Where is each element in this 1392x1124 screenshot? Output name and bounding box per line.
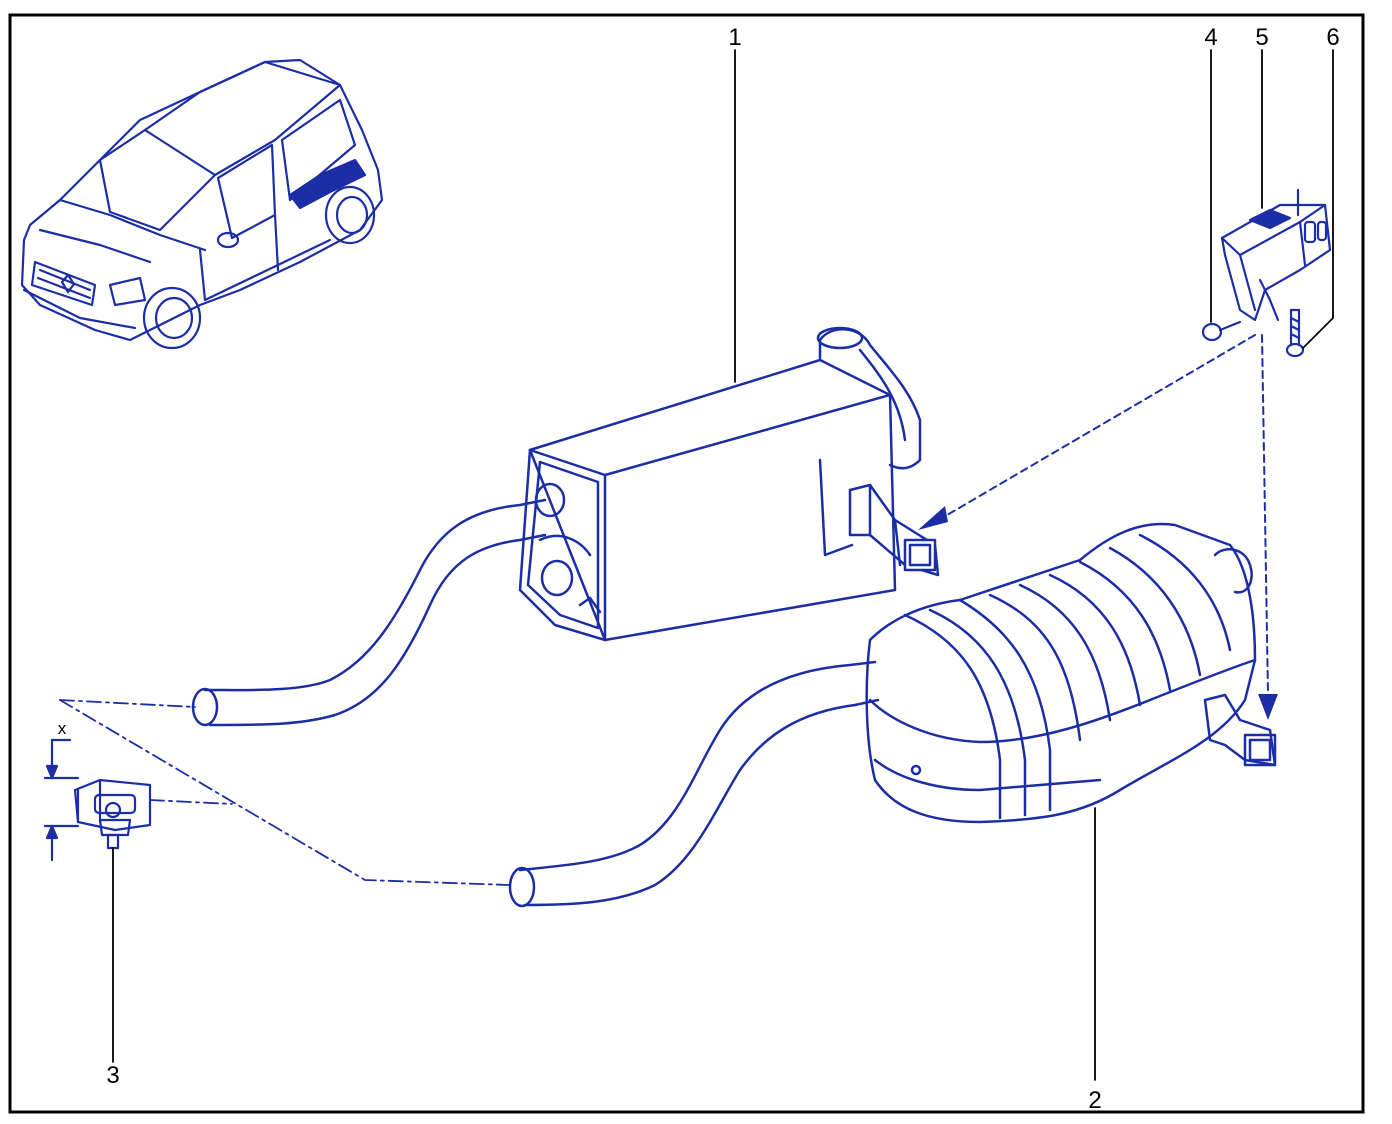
callout-2: 2 bbox=[1088, 1087, 1101, 1114]
hanger-bracket bbox=[1201, 188, 1332, 358]
diagram-border bbox=[8, 13, 1365, 1114]
car-thumbnail bbox=[20, 58, 384, 350]
arrow-head-bracket-1 bbox=[918, 506, 948, 530]
rear-silencer-2 bbox=[508, 522, 1277, 908]
callout-4: 4 bbox=[1204, 24, 1217, 51]
exhaust-clamp bbox=[43, 738, 152, 862]
leader-lines bbox=[112, 49, 1334, 1081]
dimension-label-x: x bbox=[58, 719, 67, 738]
rear-silencer-1 bbox=[191, 326, 940, 727]
callout-5: 5 bbox=[1255, 24, 1268, 51]
callout-1: 1 bbox=[728, 24, 741, 51]
callout-3: 3 bbox=[106, 1062, 119, 1089]
alignment-lines bbox=[59, 699, 511, 886]
callout-6: 6 bbox=[1326, 24, 1339, 51]
assembly-arrows bbox=[929, 334, 1269, 696]
arrow-head-bracket-2 bbox=[1258, 694, 1278, 720]
